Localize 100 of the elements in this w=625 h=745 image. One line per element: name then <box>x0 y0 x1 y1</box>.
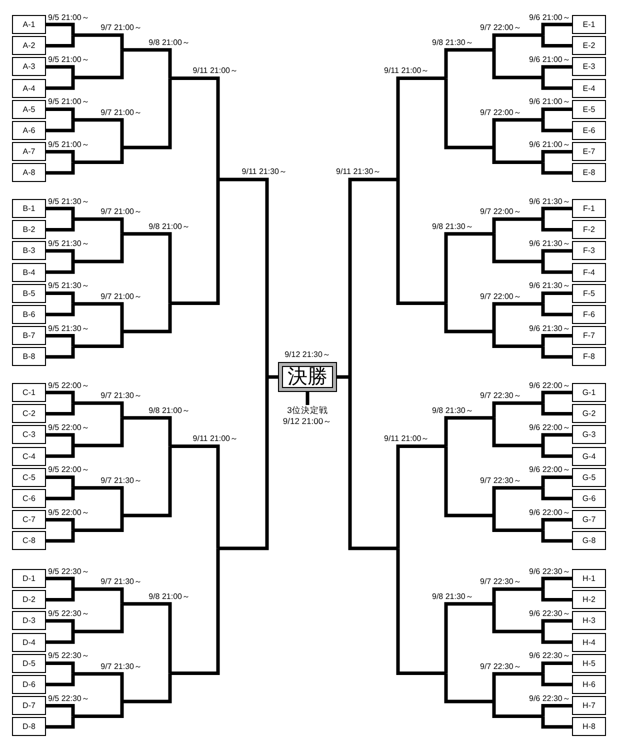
team-box: H-8 <box>572 717 606 736</box>
team-box: E-7 <box>572 142 606 162</box>
bracket-line <box>492 332 543 348</box>
team-box: D-2 <box>12 590 46 610</box>
team-box: A-3 <box>12 57 46 76</box>
match-time-label: 9/5 22:30～ <box>48 566 90 576</box>
team-box: F-8 <box>572 347 606 366</box>
team-box: E-1 <box>572 15 606 34</box>
match-time-label: 9/8 21:00～ <box>148 222 190 231</box>
bracket-line <box>46 150 75 162</box>
team-box: F-4 <box>572 262 606 282</box>
team-box: D-1 <box>12 569 46 588</box>
team-box: B-3 <box>12 241 46 260</box>
match-time-label: 9/7 22:30～ <box>480 391 522 400</box>
team-box: H-6 <box>572 675 606 694</box>
match-time-label: 9/5 22:30～ <box>48 694 90 703</box>
bracket-line <box>541 346 572 359</box>
match-time-label: 9/5 22:30～ <box>48 651 90 660</box>
bracket-line <box>46 518 75 530</box>
team-box: D-3 <box>12 611 46 630</box>
bracket-line <box>492 302 543 332</box>
team-box: F-7 <box>572 326 606 346</box>
team-box: C-6 <box>12 489 46 508</box>
bracket-line <box>541 433 572 446</box>
team-box: A-1 <box>12 15 46 34</box>
bracket-line <box>396 180 446 305</box>
bracket-line <box>122 78 172 150</box>
bracket-line <box>73 118 124 148</box>
bracket-line <box>46 390 75 404</box>
match-time-label: 9/8 21:30～ <box>432 406 474 415</box>
bracket-line <box>46 334 75 346</box>
bracket-line <box>541 262 572 274</box>
team-box: E-6 <box>572 121 606 140</box>
match-time-label: 9/5 21:30～ <box>48 281 90 290</box>
team-box: E-8 <box>572 163 606 182</box>
bracket-line <box>492 50 543 80</box>
bracket-line <box>541 304 572 316</box>
match-time-label: 9/6 22:00～ <box>529 422 570 432</box>
bracket-line <box>122 416 172 446</box>
bracket-line <box>46 488 75 500</box>
bracket-line <box>46 22 75 36</box>
bracket-line <box>492 217 543 234</box>
bracket-line <box>541 162 572 175</box>
match-time-label: 9/6 22:30～ <box>529 608 570 618</box>
bracket-line <box>541 632 572 644</box>
bracket-line <box>541 446 572 458</box>
bracket-line <box>444 48 494 78</box>
bracket-line <box>492 401 543 418</box>
bracket-line <box>541 530 572 543</box>
team-box: D-4 <box>12 632 46 652</box>
match-time-label: 9/6 21:00～ <box>529 97 570 106</box>
connector-line <box>306 392 310 405</box>
bracket-line <box>73 587 124 604</box>
bracket-line <box>492 148 543 164</box>
bracket-line <box>492 33 543 50</box>
bracket-line <box>73 672 124 702</box>
bracket-line <box>541 22 572 36</box>
match-time-label: 9/6 22:00～ <box>529 465 570 474</box>
match-time-label: 9/5 21:30～ <box>48 196 90 206</box>
team-box: B-8 <box>12 347 46 366</box>
match-time-label: 9/7 22:00～ <box>480 207 522 216</box>
bracket-line <box>218 178 269 377</box>
match-time-label: 9/7 21:30～ <box>100 391 142 400</box>
bracket-line <box>541 619 572 632</box>
team-box: G-2 <box>572 404 606 424</box>
bracket-line <box>541 219 572 232</box>
match-time-label: 9/8 21:00～ <box>148 406 190 415</box>
bracket-line <box>170 180 220 305</box>
team-box: C-4 <box>12 446 46 466</box>
team-box: D-8 <box>12 717 46 736</box>
team-box: G-8 <box>572 531 606 550</box>
team-box: F-5 <box>572 284 606 303</box>
match-time-label: 9/7 21:00～ <box>100 23 142 32</box>
bracket-line <box>541 292 572 304</box>
bracket-line <box>541 403 572 416</box>
bracket-line <box>348 178 398 377</box>
team-box: B-6 <box>12 305 46 324</box>
match-time-label: 9/8 21:00～ <box>148 592 190 601</box>
match-time-label: 9/5 21:30～ <box>48 238 90 248</box>
bracket-line <box>73 418 124 448</box>
bracket-line <box>396 76 446 180</box>
match-time-label: 9/7 21:30～ <box>100 577 142 586</box>
bracket-line <box>46 65 75 78</box>
bracket-line <box>46 704 75 716</box>
bracket-line <box>492 234 543 264</box>
team-box: A-2 <box>12 36 46 56</box>
bracket-line <box>492 604 543 634</box>
match-time-label: 9/7 21:00～ <box>100 292 142 301</box>
team-box: D-5 <box>12 654 46 673</box>
bracket-line <box>46 576 75 590</box>
match-time-label: 9/5 21:30～ <box>48 324 90 333</box>
bracket-line <box>541 576 572 590</box>
bracket-line <box>73 302 124 332</box>
bracket-line <box>46 433 75 446</box>
bracket-line <box>73 486 124 516</box>
team-box: B-5 <box>12 284 46 303</box>
bracket-line <box>492 118 543 148</box>
match-time-label: 9/12 21:30～ <box>284 350 330 359</box>
match-time-label: 9/5 21:00～ <box>48 54 90 64</box>
bracket-line <box>170 444 220 548</box>
